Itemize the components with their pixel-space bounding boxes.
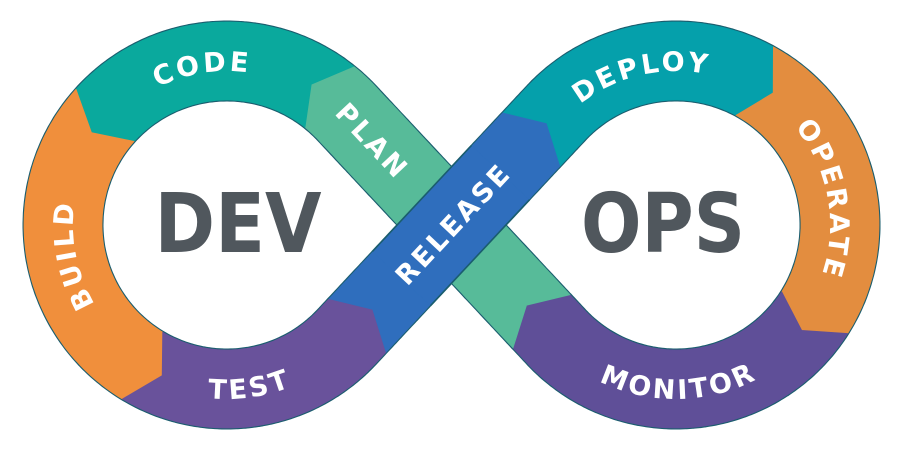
ops-loop-title: OPS [581,177,745,272]
release-edge-upper [429,199,531,307]
release-crossing-overlay [371,144,531,307]
stage-segment-test [122,298,386,429]
dev-loop-title: DEV [155,177,322,272]
release-edge-lower [371,144,472,252]
stage-segment-build [23,88,164,400]
